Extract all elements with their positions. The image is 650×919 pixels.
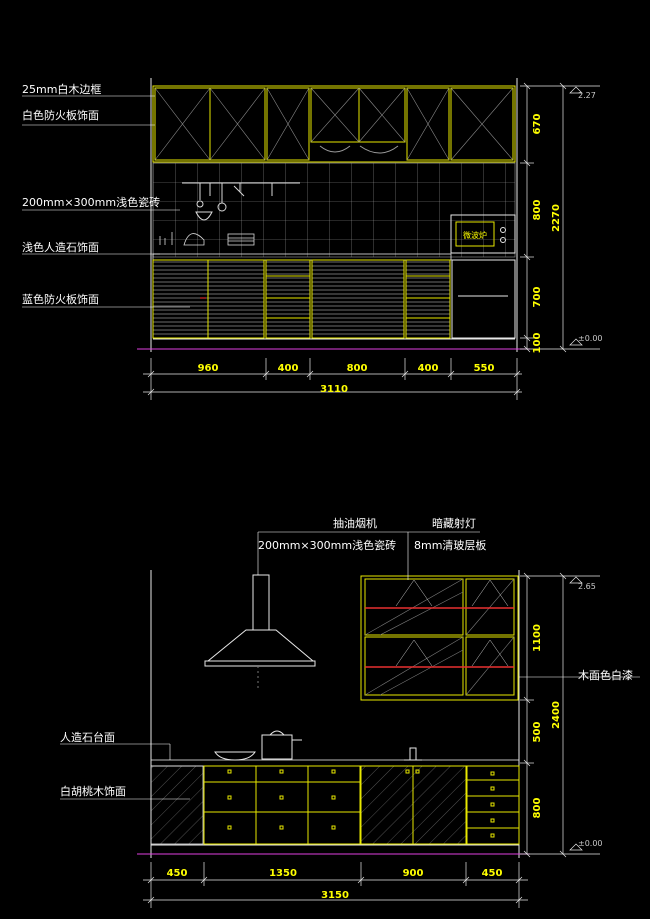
microwave-label: 微波炉 [463, 230, 487, 240]
dim-h-4: 100 [532, 333, 543, 354]
level-top-bottom: 2.65 [578, 582, 596, 591]
dim-bw-1: 450 [167, 868, 188, 879]
cookware [214, 730, 422, 761]
dim-h-3: 700 [532, 287, 543, 308]
label-upper-cabinet: 白色防火板饰面 [22, 108, 99, 122]
label-hidden-light: 暗藏射灯 [432, 516, 476, 530]
dim-w-1: 960 [198, 363, 219, 374]
microwave: 微波炉 [450, 214, 516, 254]
label-tile: 200mm×300mm浅色瓷砖 [22, 195, 160, 209]
dim-bh-2: 500 [532, 722, 543, 743]
dim-total-width-bottom: 3150 [321, 890, 349, 901]
dim-bw-4: 450 [482, 868, 503, 879]
bottom-width-dimensions [143, 862, 528, 908]
dim-w-2: 400 [278, 363, 299, 374]
top-width-dimensions [143, 358, 522, 400]
dim-w-5: 550 [474, 363, 495, 374]
label-tile-bottom: 200mm×300mm浅色瓷砖 [258, 538, 396, 552]
top-elevation: 微波炉 25mm白木边框 白色防火板饰面 200mm×30 [22, 78, 603, 400]
lower-cabinets-bottom [150, 765, 520, 846]
level-floor: ±0.00 [578, 334, 603, 343]
dim-bw-2: 1350 [269, 868, 297, 879]
bottom-elevation: 抽油烟机 暗藏射灯 200mm×300mm浅色瓷砖 8mm清玻层板 木面色白漆 … [60, 516, 640, 908]
dim-w-3: 800 [347, 363, 368, 374]
top-labels: 25mm白木边框 白色防火板饰面 200mm×300mm浅色瓷砖 浅色人造石饰面… [22, 82, 190, 308]
lower-cabinets [152, 259, 516, 340]
upper-cabinets [152, 85, 516, 163]
label-frame: 25mm白木边框 [22, 82, 101, 96]
utensil-rail [182, 182, 300, 221]
dim-total-width: 3110 [320, 384, 348, 395]
wall-cabinet [360, 575, 519, 701]
dim-h-1: 670 [532, 114, 543, 135]
level-floor-bottom: ±0.00 [578, 839, 603, 848]
label-countertop-bottom: 人造石台面 [60, 730, 115, 744]
range-hood [204, 574, 316, 690]
dim-bw-3: 900 [403, 868, 424, 879]
dim-h-2: 800 [532, 200, 543, 221]
label-wall-cabinet: 木面色白漆 [578, 668, 633, 682]
dim-bh-3: 800 [532, 798, 543, 819]
dim-w-4: 400 [418, 363, 439, 374]
label-glass-shelf: 8mm清玻层板 [414, 538, 486, 552]
bottom-height-dimensions [520, 572, 600, 858]
label-countertop: 浅色人造石饰面 [22, 240, 99, 254]
label-lower-cabinet: 蓝色防火板饰面 [22, 292, 99, 306]
label-lower-cabinet-bottom: 白胡桃木饰面 [60, 784, 126, 798]
dim-bh-1: 1100 [532, 624, 543, 652]
label-range-hood: 抽油烟机 [333, 516, 377, 530]
bottom-labels: 抽油烟机 暗藏射灯 200mm×300mm浅色瓷砖 8mm清玻层板 木面色白漆 … [60, 516, 640, 800]
top-height-dimensions [520, 82, 600, 353]
dim-total-height: 2270 [551, 204, 562, 232]
level-top: 2.27 [578, 91, 596, 100]
dim-total-height-bottom: 2400 [551, 701, 562, 729]
